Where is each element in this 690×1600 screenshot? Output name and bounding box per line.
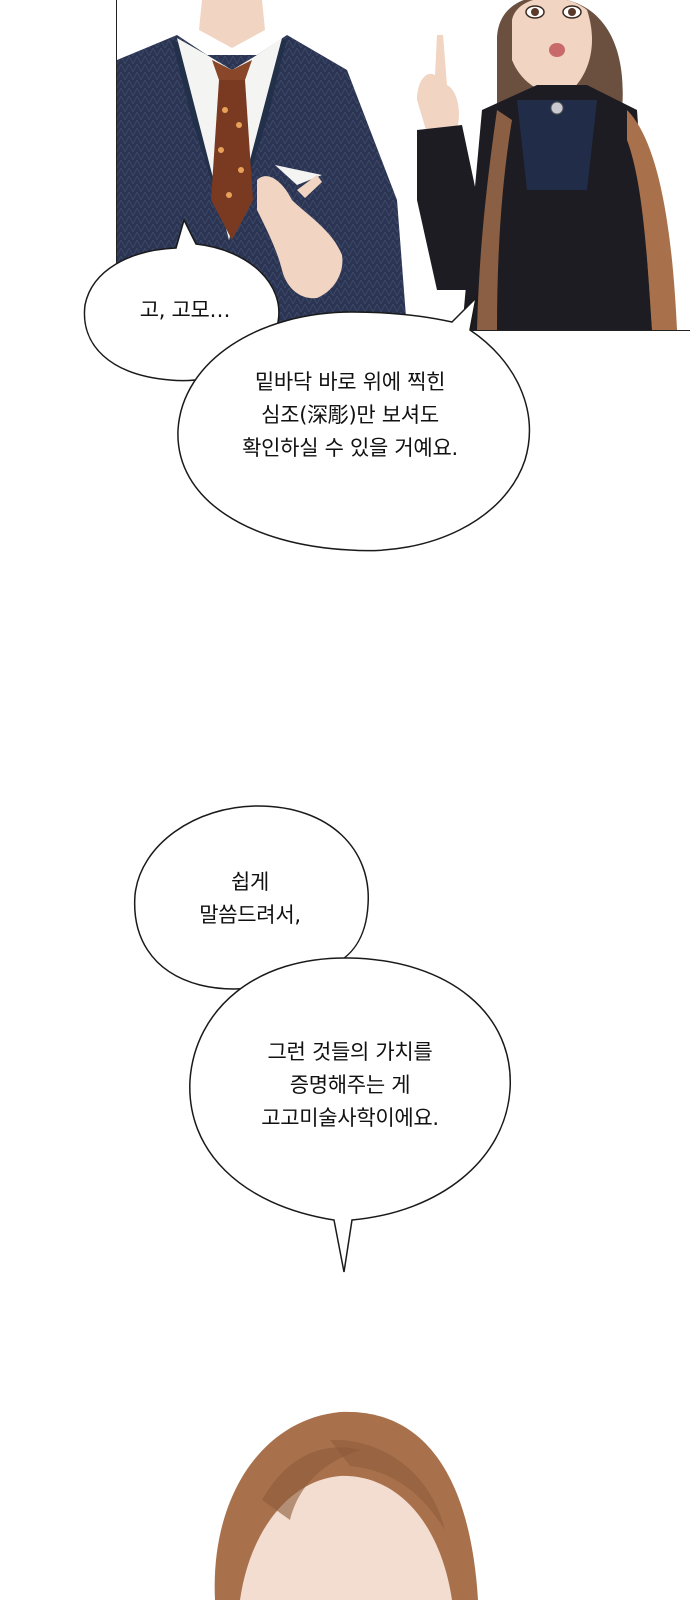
bubble-1-line-1: 고, 고모… (139, 298, 231, 322)
speech-bubble-4 (189, 957, 511, 1273)
panel-illustration (117, 0, 677, 330)
bubble-3-line-2: 말씀드려서, (199, 903, 301, 927)
bubble-2-line-3: 확인하실 수 있을 거예요. (242, 436, 458, 460)
bubble-2-line-2: 심조(深彫)만 보셔도 (261, 403, 439, 427)
bubble-4-text: 그런 것들의 가치를 증명해주는 게 고고미술사학이에요. (200, 1036, 500, 1135)
bottom-character-head (0, 1380, 690, 1600)
head-illustration (214, 1411, 478, 1600)
bubble-4-line-3: 고고미술사학이에요. (261, 1106, 439, 1130)
speech-bubble-2 (177, 295, 530, 552)
comic-panel-top (116, 0, 690, 331)
bubble-4-line-1: 그런 것들의 가치를 (267, 1040, 433, 1064)
bubble-1-text: 고, 고모… (100, 294, 270, 327)
bubble-3-text: 쉽게 말씀드려서, (150, 866, 350, 932)
bubble-2-text: 밑바닥 바로 위에 찍힌 심조(深彫)만 보셔도 확인하실 수 있을 거예요. (190, 366, 510, 465)
speech-bubble-1 (83, 217, 280, 382)
woman-figure (417, 0, 677, 330)
bubble-2-line-1: 밑바닥 바로 위에 찍힌 (254, 370, 446, 394)
bubble-4-line-2: 증명해주는 게 (289, 1073, 411, 1097)
bubble-3-line-1: 쉽게 (230, 870, 270, 894)
